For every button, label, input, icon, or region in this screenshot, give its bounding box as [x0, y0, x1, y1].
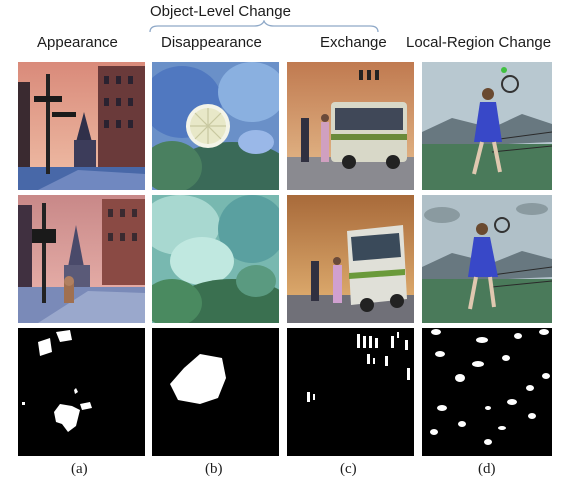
- image-a-before: [18, 62, 145, 190]
- image-b-after: [152, 195, 279, 323]
- mask-a: [18, 328, 145, 456]
- image-a-after: [18, 195, 145, 323]
- image-d-before: [422, 62, 552, 190]
- column-header-appearance: Appearance: [37, 34, 118, 51]
- group-label: Object-Level Change: [150, 3, 291, 20]
- group-brace: [149, 20, 379, 33]
- image-c-after: [287, 195, 414, 323]
- caption-c: (c): [340, 461, 357, 477]
- image-c-before: [287, 62, 414, 190]
- caption-d: (d): [478, 461, 496, 477]
- mask-d: [422, 328, 552, 456]
- image-b-before: [152, 62, 279, 190]
- caption-b: (b): [205, 461, 223, 477]
- column-header-local-region-change: Local-Region Change: [406, 34, 552, 51]
- caption-a: (a): [71, 461, 88, 477]
- image-d-after: [422, 195, 552, 323]
- mask-b: [152, 328, 279, 456]
- column-header-disappearance: Disappearance: [161, 34, 262, 51]
- column-header-exchange: Exchange: [320, 34, 387, 51]
- mask-c: [287, 328, 414, 456]
